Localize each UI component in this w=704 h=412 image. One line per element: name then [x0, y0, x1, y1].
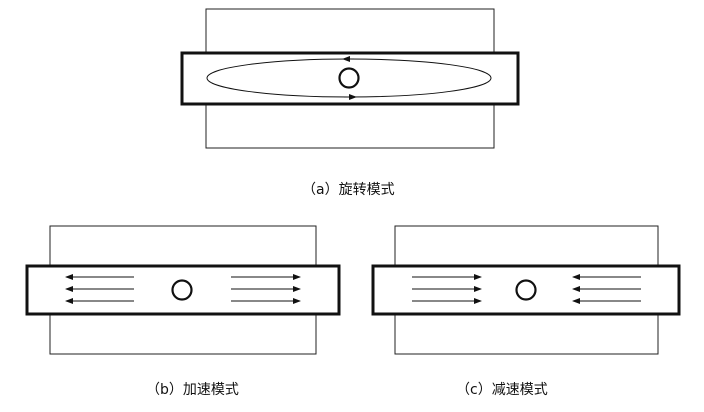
caption-acceleration-mode: （b）加速模式 [146, 382, 239, 398]
left-arrows-inward [412, 274, 482, 304]
particle-circle [338, 67, 360, 89]
particle-circle [171, 279, 193, 301]
particle-circle [515, 279, 537, 301]
panel-a-rotation [180, 8, 520, 149]
caption-deceleration-mode: （c）减速模式 [456, 382, 548, 398]
right-arrows-inward [572, 274, 641, 304]
caption-rotation-mode: （a）旋转模式 [302, 182, 395, 198]
left-arrows-outward [65, 274, 134, 304]
panel-b-acceleration [25, 225, 341, 355]
right-arrows-outward [231, 274, 301, 304]
panel-c-deceleration [371, 225, 681, 355]
